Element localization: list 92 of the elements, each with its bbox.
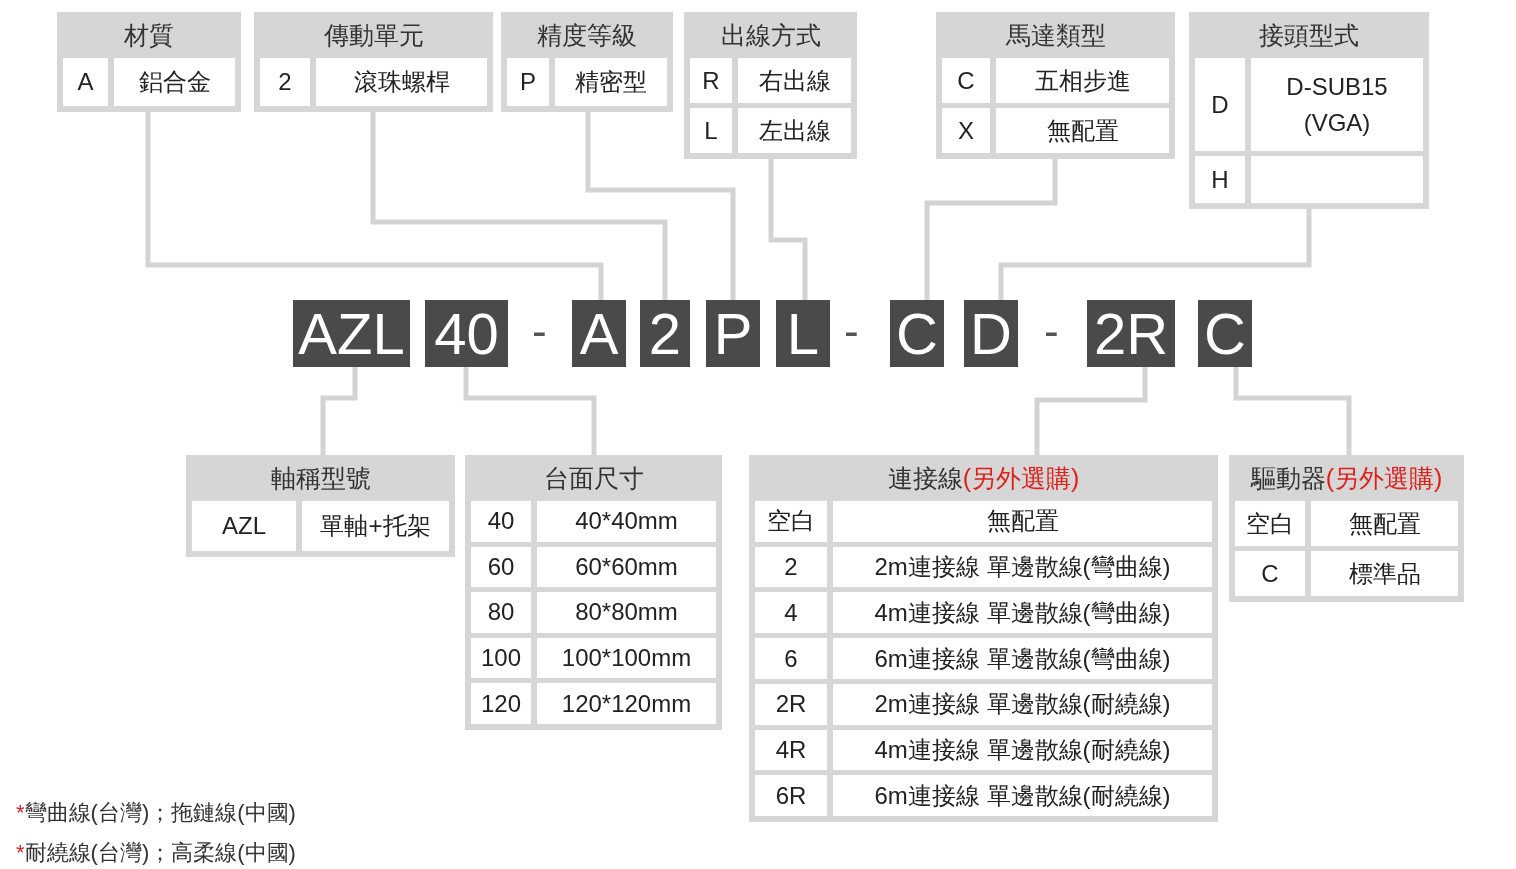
option-cell: 標準品 bbox=[1311, 551, 1458, 596]
option-table bbox=[501, 12, 673, 112]
code-cell: X bbox=[942, 108, 990, 153]
footnote: *彎曲線(台灣)；拖鏈線(中國) bbox=[16, 799, 296, 827]
code-cell: 4 bbox=[755, 592, 827, 634]
separator-dash: - bbox=[532, 306, 547, 356]
code-cell: R bbox=[690, 58, 732, 103]
option-cell: 精密型 bbox=[555, 58, 667, 106]
code-segment: D bbox=[964, 300, 1018, 367]
separator-dash: - bbox=[1044, 306, 1059, 356]
option-cell: 左出線 bbox=[738, 108, 851, 153]
option-table bbox=[57, 12, 241, 112]
code-segment: 2 bbox=[640, 300, 690, 367]
leader-line bbox=[463, 367, 597, 455]
separator-dash: - bbox=[844, 306, 859, 356]
code-segment: AZL bbox=[293, 300, 410, 367]
option-table bbox=[465, 455, 722, 730]
code-cell: 2 bbox=[260, 58, 310, 106]
code-cell: 空白 bbox=[1235, 501, 1305, 546]
code-cell: 6 bbox=[755, 638, 827, 679]
option-cell: 2m連接線 單邊散線(耐繞線) bbox=[833, 683, 1212, 725]
option-table bbox=[749, 455, 1218, 822]
code-cell: P bbox=[507, 58, 549, 106]
table-header: 馬達類型 bbox=[1004, 19, 1107, 51]
code-cell: 空白 bbox=[755, 501, 827, 542]
option-cell: 無配置 bbox=[1311, 501, 1458, 546]
footnote: *耐繞線(台灣)；高柔線(中國) bbox=[16, 839, 296, 867]
option-cell: D-SUB15 (VGA) bbox=[1251, 58, 1423, 152]
leader-line bbox=[370, 112, 668, 300]
option-table bbox=[186, 455, 455, 557]
table-header: 連接線(另外選購) bbox=[886, 462, 1081, 494]
table-header: 出線方式 bbox=[719, 19, 822, 51]
code-segment: L bbox=[776, 300, 830, 367]
code-cell: C bbox=[942, 58, 990, 103]
code-cell: 120 bbox=[471, 683, 531, 724]
table-header: 驅動器(另外選購) bbox=[1249, 462, 1444, 494]
code-cell: 6R bbox=[755, 775, 827, 817]
leader-line bbox=[320, 367, 358, 455]
table-header: 材質 bbox=[123, 19, 175, 51]
option-cell: 2m連接線 單邊散線(彎曲線) bbox=[833, 546, 1212, 588]
code-cell: 40 bbox=[471, 501, 531, 542]
option-table bbox=[254, 12, 493, 112]
option-cell: 滾珠螺桿 bbox=[316, 58, 487, 106]
option-cell: 6m連接線 單邊散線(彎曲線) bbox=[833, 638, 1212, 679]
option-cell: 120*120mm bbox=[537, 683, 716, 724]
option-table bbox=[1229, 455, 1464, 602]
code-segment: P bbox=[706, 300, 760, 367]
table-header: 台面尺寸 bbox=[542, 462, 645, 494]
option-cell: 80*80mm bbox=[537, 592, 716, 633]
code-cell: H bbox=[1195, 156, 1245, 203]
code-segment: 2R bbox=[1087, 300, 1175, 367]
code-segment: A bbox=[572, 300, 626, 367]
leader-line bbox=[924, 159, 1058, 300]
leader-line bbox=[998, 209, 1312, 300]
option-cell: 右出線 bbox=[738, 58, 851, 103]
option-table bbox=[1189, 12, 1429, 209]
option-cell: 4m連接線 單邊散線(耐繞線) bbox=[833, 729, 1212, 771]
code-cell: C bbox=[1235, 551, 1305, 596]
option-table bbox=[684, 12, 857, 159]
table-header: 接頭型式 bbox=[1258, 19, 1360, 51]
option-cell: 6m連接線 單邊散線(耐繞線) bbox=[833, 775, 1212, 817]
option-table bbox=[936, 12, 1175, 159]
leader-line bbox=[585, 112, 736, 300]
code-cell: D bbox=[1195, 58, 1245, 152]
option-cell: 無配置 bbox=[833, 501, 1212, 542]
code-cell: AZL bbox=[192, 501, 296, 551]
code-cell: 100 bbox=[471, 637, 531, 679]
table-header: 精度等級 bbox=[536, 19, 638, 51]
code-cell: L bbox=[690, 108, 732, 153]
leader-line bbox=[768, 159, 808, 300]
option-cell: 100*100mm bbox=[537, 637, 716, 679]
code-cell: 60 bbox=[471, 546, 531, 588]
code-cell: A bbox=[63, 58, 108, 106]
table-header: 傳動單元 bbox=[322, 19, 425, 51]
code-cell: 80 bbox=[471, 592, 531, 633]
option-cell: 單軸+托架 bbox=[302, 501, 449, 551]
code-segment: C bbox=[1198, 300, 1252, 367]
option-cell: 60*60mm bbox=[537, 546, 716, 588]
option-cell: 4m連接線 單邊散線(彎曲線) bbox=[833, 592, 1212, 634]
leader-line bbox=[1233, 367, 1352, 455]
leader-line bbox=[145, 112, 604, 300]
option-cell: 鋁合金 bbox=[114, 58, 235, 106]
code-cell: 2R bbox=[755, 683, 827, 725]
code-cell: 2 bbox=[755, 546, 827, 588]
code-segment: C bbox=[890, 300, 944, 367]
option-cell: 無配置 bbox=[996, 108, 1169, 153]
table-header: 軸稱型號 bbox=[269, 462, 372, 494]
code-cell: 4R bbox=[755, 729, 827, 771]
option-cell: 40*40mm bbox=[537, 501, 716, 542]
leader-line bbox=[1034, 367, 1148, 455]
option-cell: 五相步進 bbox=[996, 58, 1169, 103]
code-segment: 40 bbox=[425, 300, 508, 367]
